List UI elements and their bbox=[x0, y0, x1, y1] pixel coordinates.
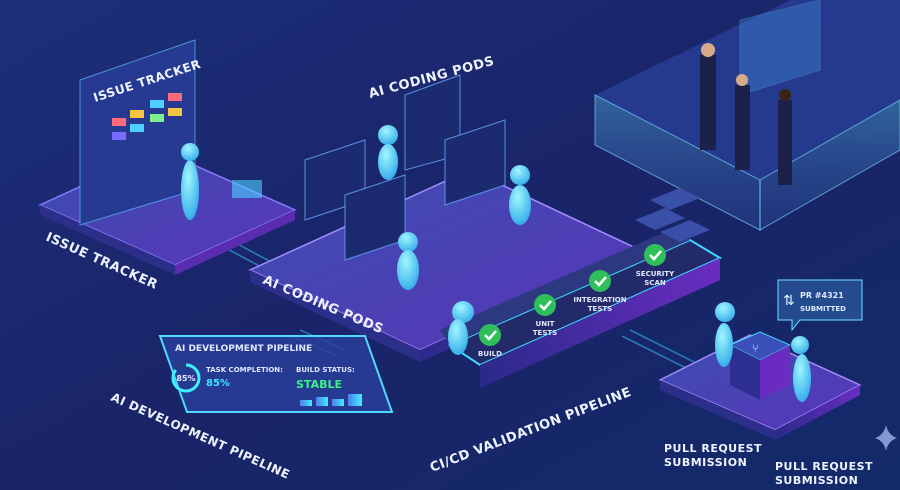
pull-request-station: ⑂ ⇅ PR #4321 SUBMITTED PULL REQUEST SUBM… bbox=[658, 279, 873, 487]
check-badge bbox=[644, 244, 666, 266]
check-badge bbox=[534, 294, 556, 316]
coding-robots bbox=[378, 125, 531, 290]
progress-bars bbox=[300, 394, 362, 406]
steps bbox=[635, 188, 710, 242]
merge-icon: ⑂ bbox=[752, 342, 759, 355]
stage-label: INTEGRATION bbox=[573, 296, 626, 304]
build-status-label: BUILD STATUS: bbox=[296, 366, 355, 374]
pr-label-left-line1: PULL REQUEST bbox=[664, 442, 762, 455]
pr-number: PR #4321 bbox=[800, 291, 844, 300]
stage-label: TESTS bbox=[533, 329, 557, 337]
kanban-cards bbox=[112, 93, 182, 140]
task-completion-label: TASK COMPLETION: bbox=[206, 366, 283, 374]
check-icon bbox=[484, 330, 497, 341]
check-icon bbox=[594, 276, 607, 287]
task-completion-value: 85% bbox=[206, 378, 230, 389]
hologram-cube bbox=[232, 180, 262, 198]
check-icon bbox=[649, 250, 662, 261]
stage-label: SECURITY bbox=[636, 270, 675, 278]
executive-glass-room bbox=[594, 0, 900, 242]
robot-icon bbox=[452, 301, 474, 323]
git-pull-request-icon: ⇅ bbox=[783, 293, 795, 309]
check-badge bbox=[589, 270, 611, 292]
gauge-value: 85% bbox=[176, 374, 195, 383]
business-people bbox=[700, 43, 792, 185]
check-badge bbox=[479, 324, 501, 346]
task-completion-gauge bbox=[171, 363, 201, 393]
robot-icon bbox=[181, 160, 199, 220]
pr-robots bbox=[715, 302, 811, 402]
stage-label: TESTS bbox=[588, 305, 612, 313]
check-icon bbox=[539, 300, 552, 311]
pr-label-right-line2: SUBMISSION bbox=[775, 474, 858, 487]
pr-speech-bubble bbox=[777, 279, 863, 332]
stage-label: SCAN bbox=[644, 279, 666, 287]
pipeline-stage-0: BUILD bbox=[478, 324, 502, 358]
pr-label-right-line1: PULL REQUEST bbox=[775, 460, 873, 473]
pr-label-left-line2: SUBMISSION bbox=[664, 456, 747, 469]
stage-label: UNIT bbox=[536, 320, 555, 328]
code-monitors bbox=[304, 74, 506, 261]
sparkle-icon bbox=[875, 425, 897, 451]
build-status-value: STABLE bbox=[296, 378, 342, 391]
pr-status: SUBMITTED bbox=[800, 305, 846, 313]
dashboard-header: AI DEVELOPMENT PIPELINE bbox=[175, 344, 312, 354]
stage-label: BUILD bbox=[478, 350, 502, 358]
